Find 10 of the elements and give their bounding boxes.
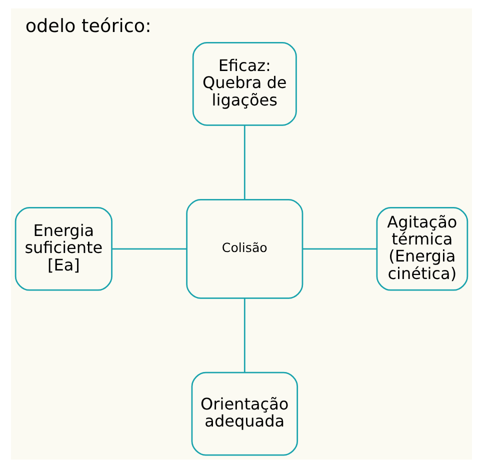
node-box: Orientação adequada (191, 372, 298, 456)
node-box: Energia suficiente [Ea] (14, 206, 112, 291)
connector (302, 248, 377, 250)
connector (112, 248, 187, 250)
node-box: Agitação térmica (Energia cinética) (376, 206, 468, 291)
node-box: Eficaz: Quebra de ligações (192, 42, 297, 126)
diagram-title: odelo teórico: (25, 16, 152, 38)
node-box: Colisão (186, 198, 304, 299)
connector (244, 125, 246, 200)
connector (244, 298, 246, 372)
